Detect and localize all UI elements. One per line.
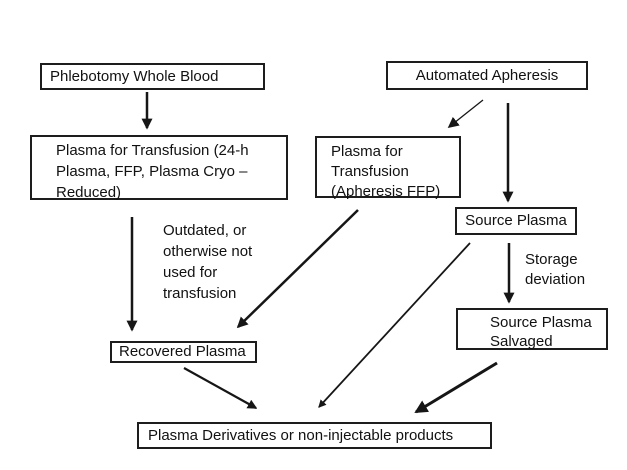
node-plasma-for-transfusion-apheresis-ffp: Plasma for Transfusion (Apheresis FFP) <box>315 136 461 200</box>
arrow-recovered-to-derivatives <box>183 367 258 409</box>
node-source-plasma-salvaged: Source Plasma Salvaged <box>456 308 608 350</box>
node-plasma-for-transfusion-24h: Plasma for Transfusion (24-h Plasma, FFP… <box>30 135 288 201</box>
arrow-source-plasma-to-derivatives <box>318 242 471 408</box>
arrow-salvaged-to-derivatives <box>414 361 498 414</box>
arrow-apheresis-to-apheresis-ffp <box>447 99 484 129</box>
arrow-apheresis-ffp-to-recovered <box>236 209 359 329</box>
edge-label-outdated-not-used: Outdated, or otherwise not used for tran… <box>163 222 253 302</box>
node-plasma-derivatives: Plasma Derivatives or non-injectable pro… <box>137 422 492 449</box>
node-automated-apheresis: Automated Apheresis <box>386 61 588 90</box>
edge-label-storage-deviation: Storage deviation <box>525 251 586 288</box>
node-recovered-plasma: Recovered Plasma <box>110 341 257 363</box>
node-source-plasma: Source Plasma <box>455 207 577 235</box>
node-phlebotomy-whole-blood: Phlebotomy Whole Blood <box>40 63 265 90</box>
